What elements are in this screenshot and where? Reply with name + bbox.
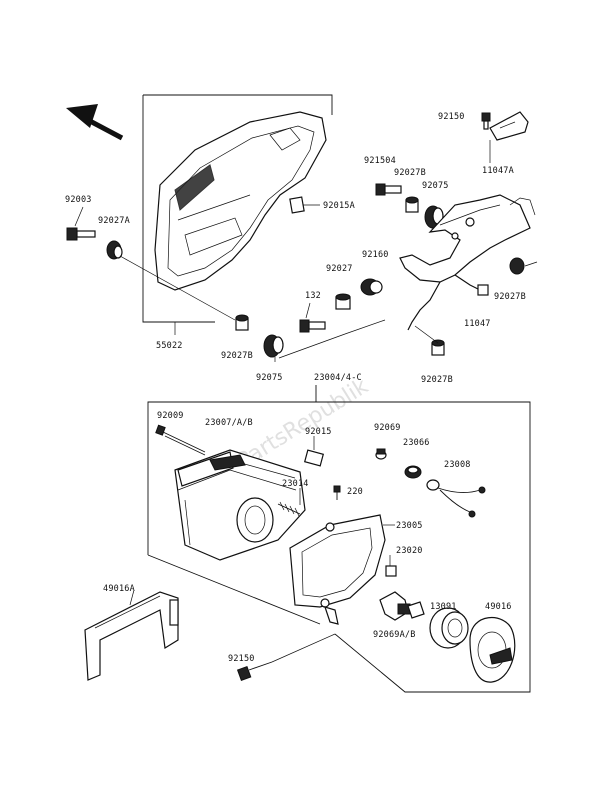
label-92015A: 92015A [323,201,355,211]
ring-13091 [429,607,469,649]
grommet-92027A [106,240,236,321]
bracket-11047A [489,111,529,163]
label-23008: 23008 [444,460,471,470]
label-92027B-c: 92027B [494,292,526,302]
label-23014: 23014 [282,479,309,489]
bolt-92003 [66,206,96,241]
clip-92015 [303,436,325,467]
label-220: 220 [347,487,363,497]
label-92003: 92003 [65,195,92,205]
label-49016A: 49016A [103,584,135,594]
bolt-92150-bottom [236,633,336,681]
leader-lines-upper [174,319,386,359]
label-23004: 23004/4-C [314,373,362,383]
lower-frame [147,385,531,693]
label-92150-bottom: 92150 [228,654,255,664]
upper-frame [142,94,333,323]
label-92150-top: 92150 [438,112,465,122]
label-92069: 92069 [374,423,401,433]
label-132: 132 [305,291,321,301]
screw-23014 [277,488,301,517]
screw-92009 [155,424,206,456]
label-11047: 11047 [464,319,491,329]
bulb-92069 [375,448,387,460]
grommet-92075-lower [263,334,284,362]
label-11047A: 11047A [482,166,514,176]
label-92075-a: 92075 [422,181,449,191]
label-92027B-b: 92027B [221,351,253,361]
collar-92027B-lower [414,325,445,356]
screw-220 [333,485,341,500]
label-92027B-a: 92027B [394,168,426,178]
bolt-132 [299,302,326,333]
label-23066: 23066 [403,438,430,448]
rim-23005 [289,514,395,625]
label-55022: 55022 [156,341,183,351]
headlight-unit-23007 [174,449,306,561]
direction-arrow-icon [66,104,124,141]
label-92027A: 92027A [98,216,130,226]
label-92160: 92160 [362,250,389,260]
label-92075-b: 92075 [256,373,283,383]
stay-bracket-11047 [399,194,536,331]
headlight-cover-55022 [154,111,327,291]
label-92069AB: 92069A/B [373,630,416,640]
clip-92015A [289,196,320,214]
label-921504: 921504 [364,156,396,166]
label-92009: 92009 [157,411,184,421]
label-13091: 13091 [430,602,457,612]
part-labels: 92150 11047A 92003 92027A 92015A 921504 … [65,112,526,664]
guard-49016A [84,589,179,681]
rubber-cover-49016 [469,617,516,683]
label-23005: 23005 [396,521,423,531]
collar-92027B-left [235,314,249,331]
collar-92027 [335,293,351,310]
socket-23066 [404,465,422,479]
label-92027: 92027 [326,264,353,274]
grommet-92075-upper [424,205,444,229]
wiring-23008 [426,479,486,518]
label-92015: 92015 [305,427,332,437]
bulb-92069AB [379,591,425,621]
grommet-92027B-right [509,257,538,275]
grommet-92160 [360,278,383,296]
collar-92027B-upper [405,196,419,213]
label-23007: 23007/A/B [205,418,253,428]
bolt-92150-top [481,112,491,130]
bolt-921504 [375,183,402,196]
connector-23020 [385,555,397,577]
label-49016: 49016 [485,602,512,612]
label-23020: 23020 [396,546,423,556]
label-92027B-d: 92027B [421,375,453,385]
